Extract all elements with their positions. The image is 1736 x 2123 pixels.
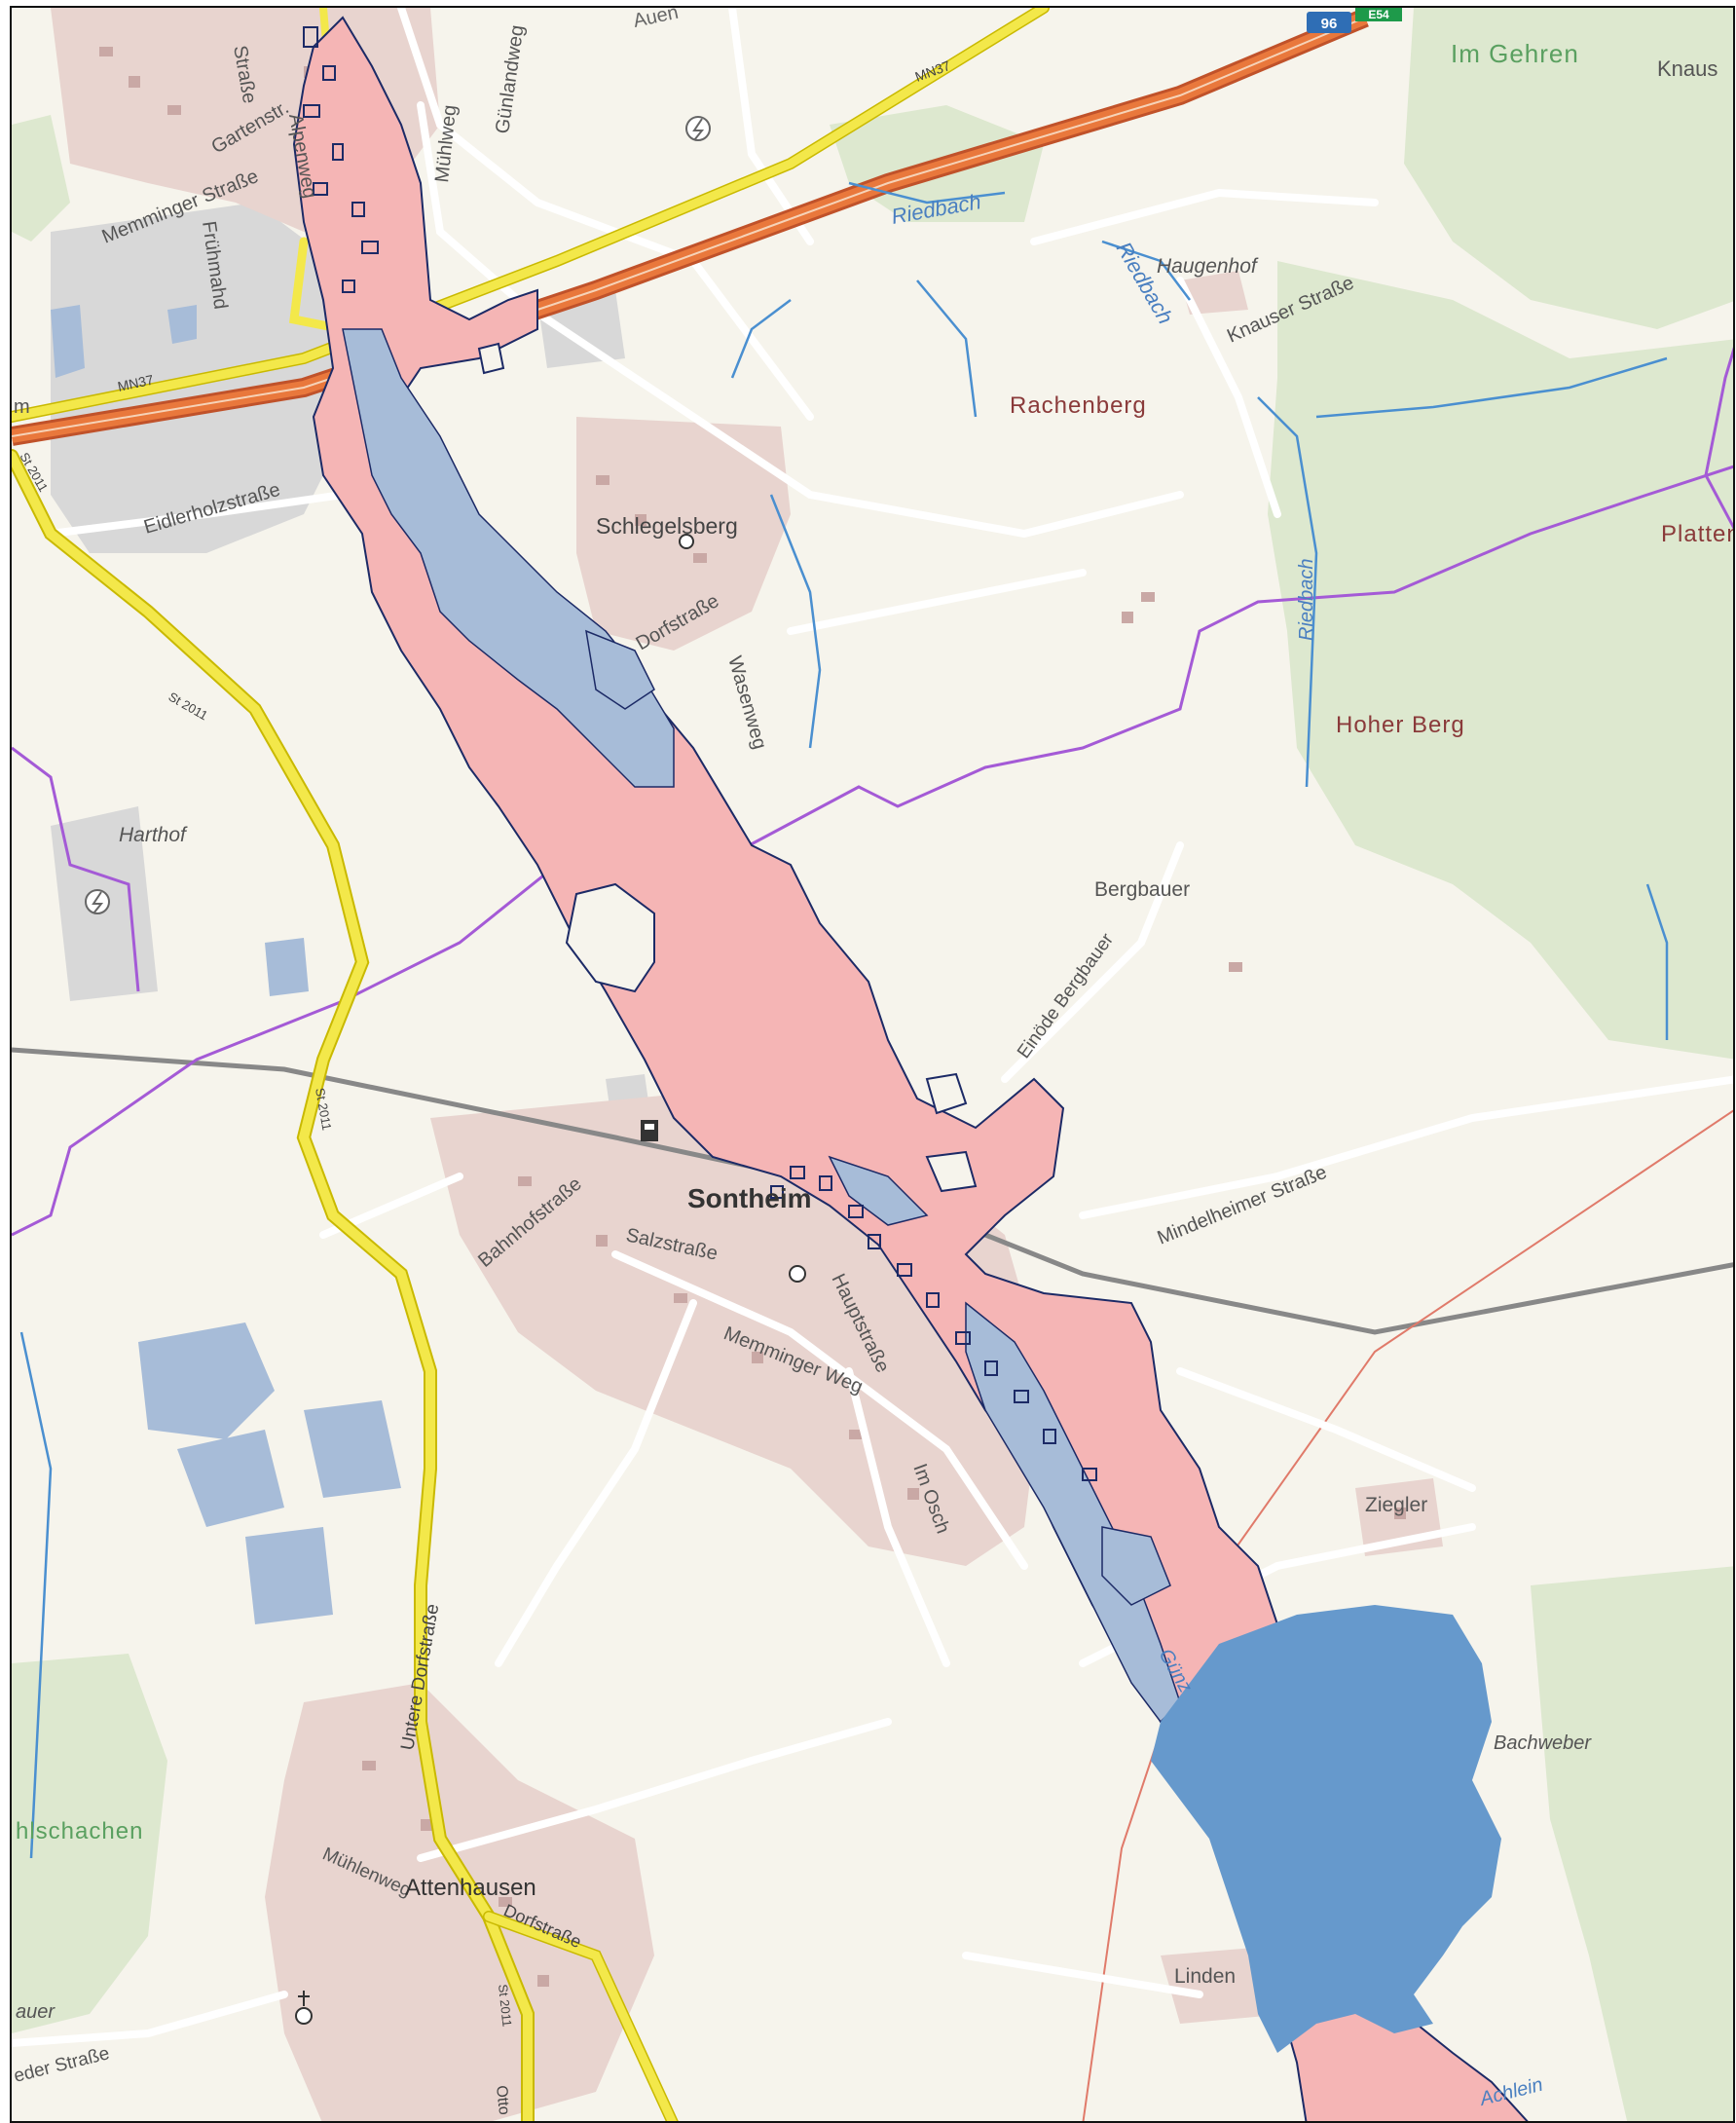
flood-building-outlines <box>303 26 1097 1481</box>
water-bodies <box>51 305 401 1624</box>
label-im-gehren: Im Gehren <box>1451 39 1579 68</box>
svg-text:96: 96 <box>1321 16 1338 32</box>
label-knaus: Knaus <box>1657 56 1718 81</box>
label-m-left: m <box>14 396 30 418</box>
e-road-shield: E54 <box>1355 8 1402 21</box>
flood-zone-frequent <box>342 328 1181 1724</box>
label-riedbach-3: Riedbach <box>1296 558 1317 641</box>
minor-roads <box>12 8 1733 2047</box>
label-rachenberg: Rachenberg <box>1010 392 1147 419</box>
admin-boundary-left <box>12 746 140 992</box>
map-frame[interactable]: 96 E54 Auen Im Gehren Knaus MN37 MN37 Ga… <box>10 6 1735 2123</box>
streams <box>19 181 1669 1859</box>
label-harthof: Harthof <box>119 824 188 846</box>
label-bachweber: Bachweber <box>1494 1732 1592 1754</box>
label-otto: Otto <box>493 2085 512 2116</box>
label-hlschachen: hlschachen <box>16 1818 143 1844</box>
power-station-icon <box>85 889 110 914</box>
label-platten: Platten <box>1661 521 1735 547</box>
label-st2011-d: St 2011 <box>496 1984 515 2028</box>
retention-basin[interactable] <box>1151 1605 1501 2053</box>
wayside-cross-icon <box>295 1991 313 2025</box>
building-dots <box>99 47 1406 1987</box>
label-mn37-left: MN37 <box>116 371 155 393</box>
place-marker-icon <box>679 534 694 549</box>
label-ziegler: Ziegler <box>1365 1494 1427 1516</box>
railway-station-icon[interactable] <box>641 1120 658 1141</box>
label-schlegelsberg: Schlegelsberg <box>596 513 738 539</box>
label-auer: auer <box>16 2001 55 2023</box>
admin-boundary <box>12 465 1733 1237</box>
label-attenhausen: Attenhausen <box>405 1875 536 1901</box>
svg-text:E54: E54 <box>1368 8 1389 21</box>
motorway-centerline <box>12 17 1366 437</box>
label-hoher-berg: Hoher Berg <box>1336 712 1465 738</box>
label-linden: Linden <box>1174 1965 1236 1988</box>
label-bergbauer: Bergbauer <box>1094 878 1190 901</box>
church-icon <box>789 1265 806 1283</box>
flood-map[interactable]: 96 E54 Auen Im Gehren Knaus MN37 MN37 Ga… <box>12 8 1735 2123</box>
label-sontheim: Sontheim <box>687 1183 812 1213</box>
flood-zone-gaps <box>477 342 978 1193</box>
admin-boundary-right <box>1704 347 1733 530</box>
power-station-icon-2 <box>685 116 711 141</box>
label-haugenhof: Haugenhof <box>1157 255 1259 278</box>
motorway-shield: 96 <box>1307 12 1351 33</box>
